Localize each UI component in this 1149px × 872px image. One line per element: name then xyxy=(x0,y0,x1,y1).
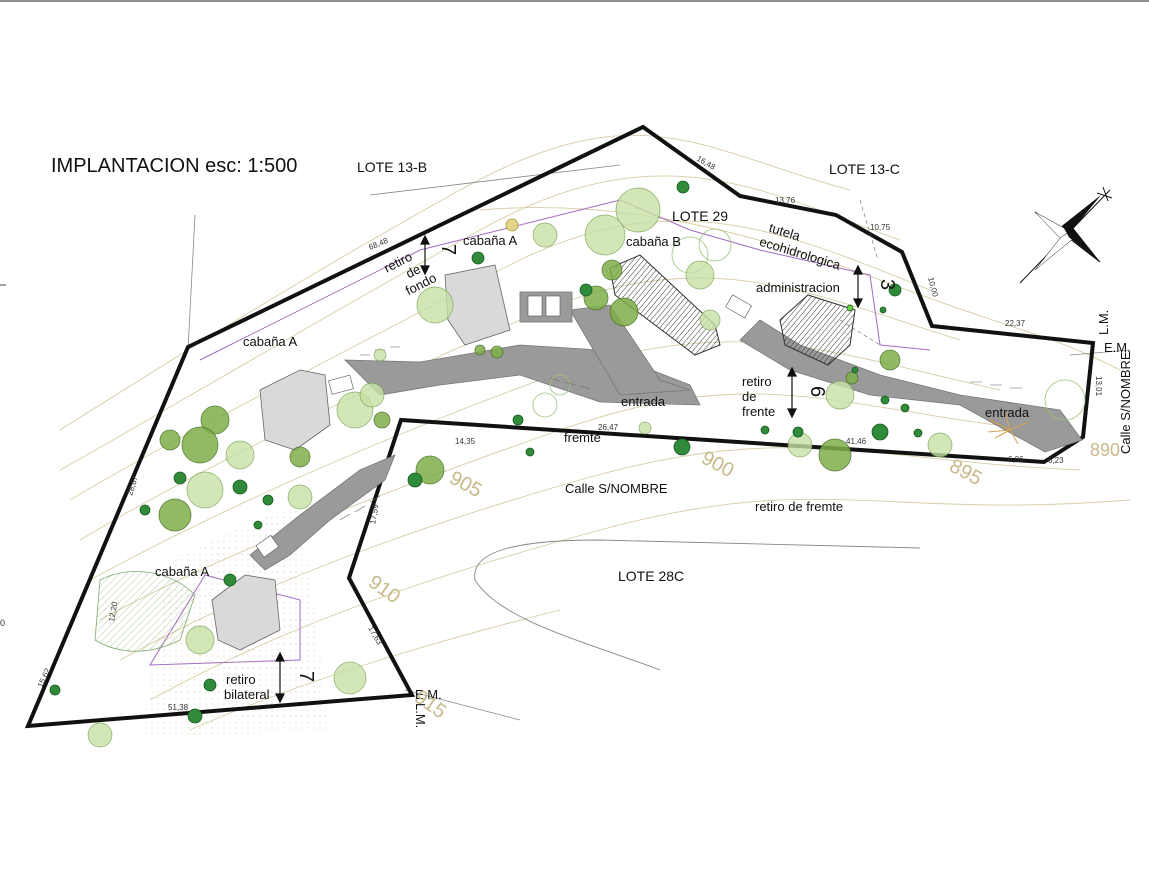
drawing-title: IMPLANTACION esc: 1:500 xyxy=(51,155,297,177)
administracion-building xyxy=(779,294,856,366)
dim-12-20: 12,20 xyxy=(107,601,119,623)
north-arrow-icon xyxy=(1019,186,1113,284)
dim-16-48: 16,48 xyxy=(695,154,717,172)
contour-890: 890 xyxy=(1090,440,1120,460)
label-retiro-frente-1: retiro xyxy=(742,374,772,389)
contour-910: 910 xyxy=(364,571,404,608)
dim-6-23: 6,23 xyxy=(1048,456,1064,465)
label-lote-13b: LOTE 13-B xyxy=(357,159,427,175)
label-em-right: E.M. xyxy=(1104,340,1131,355)
label-em-bottom: E.M. xyxy=(415,687,442,702)
label-entrada-right: entrada xyxy=(985,405,1030,420)
dim-10-00: 10,00 xyxy=(926,276,940,298)
parking-stalls xyxy=(255,294,753,558)
cabana-b-building xyxy=(609,254,721,356)
label-cabana-a-top: cabaña A xyxy=(463,233,518,248)
vegetation xyxy=(49,180,1086,748)
label-retiro-fondo-2: de xyxy=(403,261,423,281)
label-administracion: administracion xyxy=(756,280,840,295)
neighbor-lines xyxy=(187,164,1131,721)
dim-13-76: 13,76 xyxy=(775,196,796,205)
label-lote-13c: LOTE 13-C xyxy=(829,161,900,177)
dim-51-38: 51,38 xyxy=(168,703,189,712)
label-retiro-frente-2: de xyxy=(742,389,756,404)
street-edge xyxy=(474,539,921,671)
driveways xyxy=(249,291,1083,571)
cabana-a-top-building xyxy=(444,264,511,346)
label-lote-29: LOTE 29 xyxy=(672,208,728,224)
contour-905: 905 xyxy=(446,467,486,502)
label-retiro-frente-3: frente xyxy=(742,404,775,419)
dim-28-67: 28,67 xyxy=(125,474,140,496)
label-entrada-center: entrada xyxy=(621,394,666,409)
setback-arrows xyxy=(275,234,863,704)
cabana-a-bottom-building xyxy=(211,574,281,651)
label-lote-28c: LOTE 28C xyxy=(618,568,684,584)
dim-6-06: 6,06 xyxy=(1008,455,1024,464)
left-edge-mark: 0 xyxy=(0,618,5,628)
value-retiro-bilateral: 7 xyxy=(295,671,317,682)
dim-17-59: 17,59 xyxy=(368,503,380,525)
label-cabana-b: cabaña B xyxy=(626,234,681,249)
label-cabana-a-left: cabaña A xyxy=(243,334,298,349)
value-retiro-admin: 3 xyxy=(876,279,898,290)
label-retiro-bilateral-1: retiro xyxy=(226,672,256,687)
label-lm-right: L.M. xyxy=(1096,310,1111,335)
dim-22-37: 22,37 xyxy=(1005,319,1026,328)
label-retiro-de-frente-street: retiro de fremte xyxy=(755,499,843,514)
cabana-a-left-building xyxy=(259,369,331,451)
label-ecohidrologica: ecohidrologica xyxy=(758,234,843,273)
label-cabana-a-bottom: cabaña A xyxy=(155,564,210,579)
label-calle-main: Calle S/NOMBRE xyxy=(565,481,668,496)
label-retiro-bilateral-2: bilateral xyxy=(224,687,270,702)
contour-900: 900 xyxy=(698,447,738,482)
label-frente: fremte xyxy=(564,430,601,445)
root-symbol xyxy=(987,411,1029,445)
dim-26-47: 26,47 xyxy=(598,423,619,432)
dim-13-01: 13,01 xyxy=(1094,376,1103,397)
value-retiro-frente: 6 xyxy=(806,386,828,397)
dim-14-35: 14,35 xyxy=(455,437,476,446)
dim-17-63: 17,63 xyxy=(366,625,384,647)
lot-boundary xyxy=(24,124,1096,729)
dim-41-46: 41,46 xyxy=(846,437,867,446)
label-lm-bottom: L.M. xyxy=(413,703,428,728)
label-calle-side: Calle S/NOMBRE xyxy=(1118,351,1133,454)
dim-10-75: 10,75 xyxy=(870,223,891,232)
value-retiro-fondo: 7 xyxy=(437,244,459,255)
